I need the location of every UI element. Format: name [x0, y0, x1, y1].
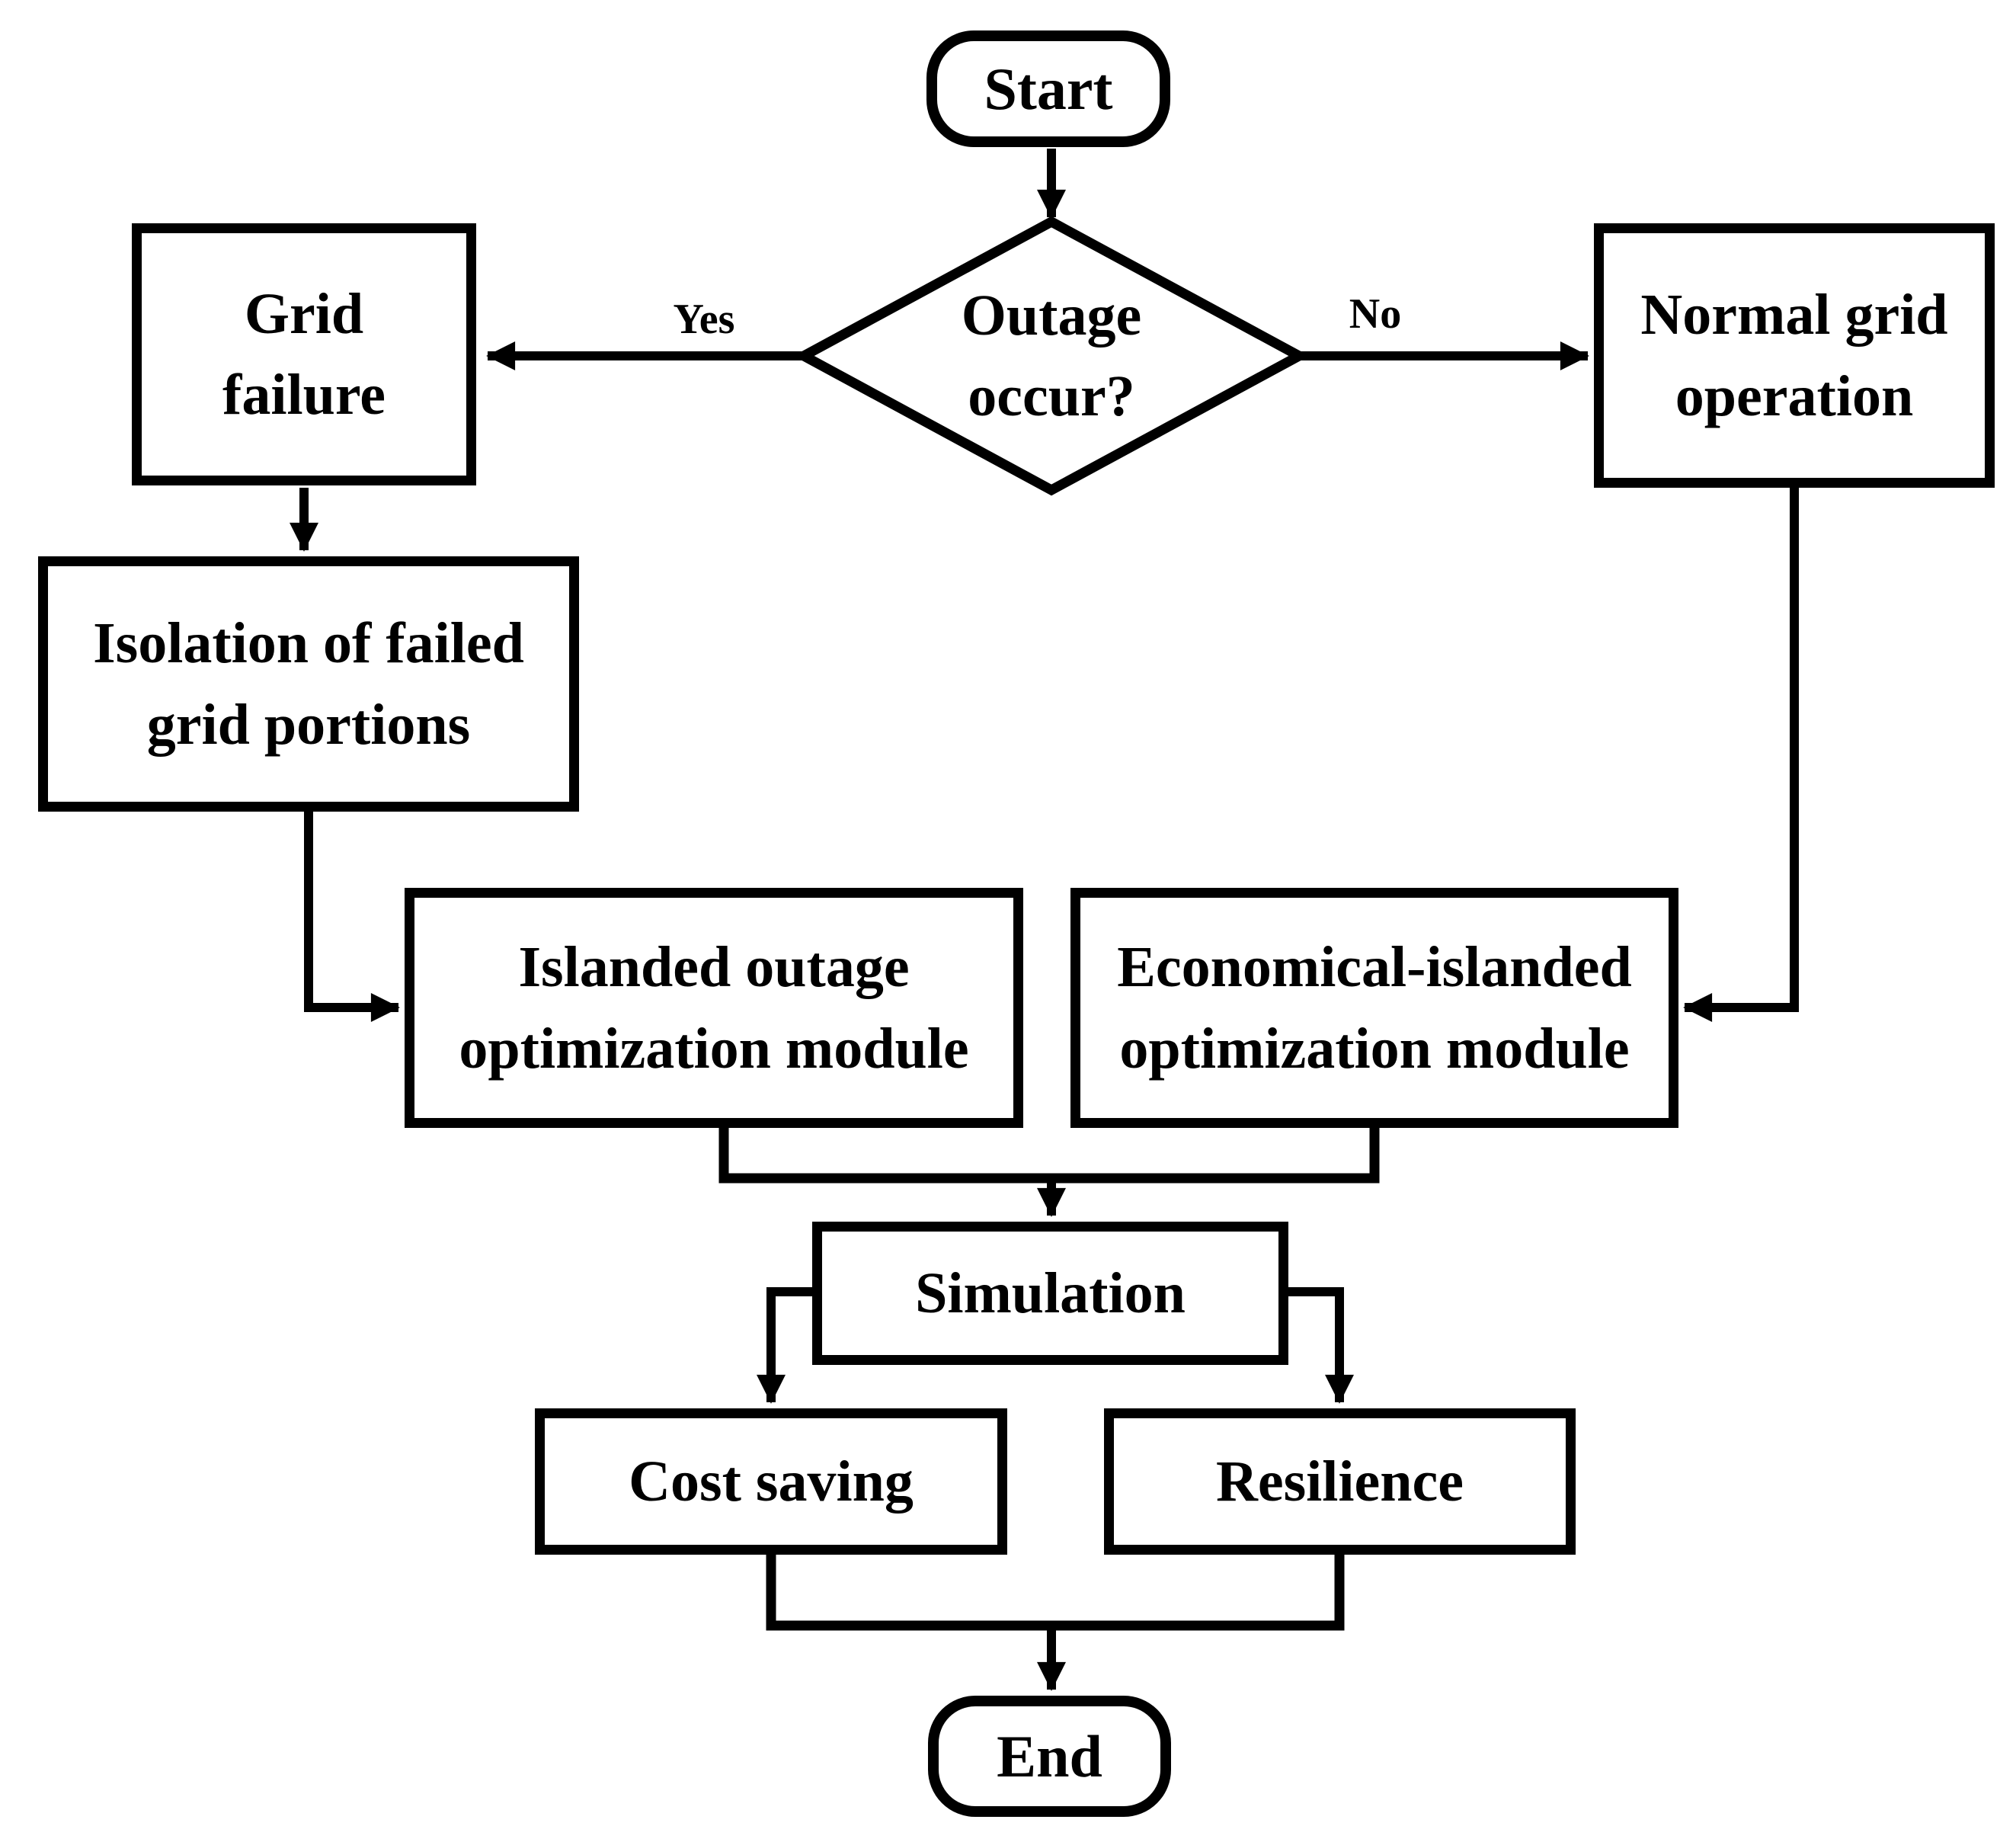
node-start: Start	[926, 30, 1170, 147]
edge-simulation-to-cost-saving	[757, 1287, 815, 1404]
node-resilience-label: Resilience	[1215, 1449, 1464, 1514]
node-normal-grid-operation: Normal grid operation	[1594, 223, 1995, 488]
node-normal-grid-operation-label: Normal grid operation	[1640, 283, 1948, 428]
node-outage-decision-label: Outage occur?	[961, 283, 1142, 428]
node-simulation-label: Simulation	[915, 1261, 1186, 1325]
node-end: End	[928, 1696, 1171, 1817]
node-start-label: Start	[984, 55, 1113, 122]
node-end-label: End	[997, 1722, 1102, 1789]
node-economical-module: Economical-islanded optimization module	[1070, 888, 1678, 1128]
node-economical-module-label: Economical-islanded optimization module	[1117, 935, 1632, 1081]
edge-simulation-to-resilience	[1285, 1287, 1354, 1404]
edge-normal-to-economical-module	[1683, 486, 1799, 1022]
edge-islanded-module-to-merge	[718, 1120, 1060, 1184]
node-isolation-label: Isolation of failed grid portions	[93, 611, 524, 757]
node-isolation: Isolation of failed grid portions	[38, 556, 579, 812]
decision-diamond-shape	[793, 216, 1310, 496]
node-islanded-module-label: Islanded outage optimization module	[459, 935, 969, 1081]
edge-economical-module-to-merge	[1043, 1120, 1380, 1184]
edge-label-yes: Yes	[673, 296, 735, 344]
node-resilience: Resilience	[1104, 1408, 1576, 1555]
node-grid-failure-label: Grid failure	[222, 281, 386, 427]
node-cost-saving-label: Cost saving	[629, 1449, 914, 1514]
edge-isolation-to-islanded-module	[304, 810, 400, 1022]
edge-label-no: No	[1349, 290, 1402, 338]
edge-resilience-to-merge	[1043, 1546, 1345, 1631]
node-simulation: Simulation	[812, 1222, 1288, 1365]
node-grid-failure: Grid failure	[132, 223, 476, 485]
edge-cost-saving-to-merge	[766, 1546, 1060, 1631]
node-islanded-module: Islanded outage optimization module	[405, 888, 1023, 1128]
node-cost-saving: Cost saving	[535, 1408, 1007, 1555]
